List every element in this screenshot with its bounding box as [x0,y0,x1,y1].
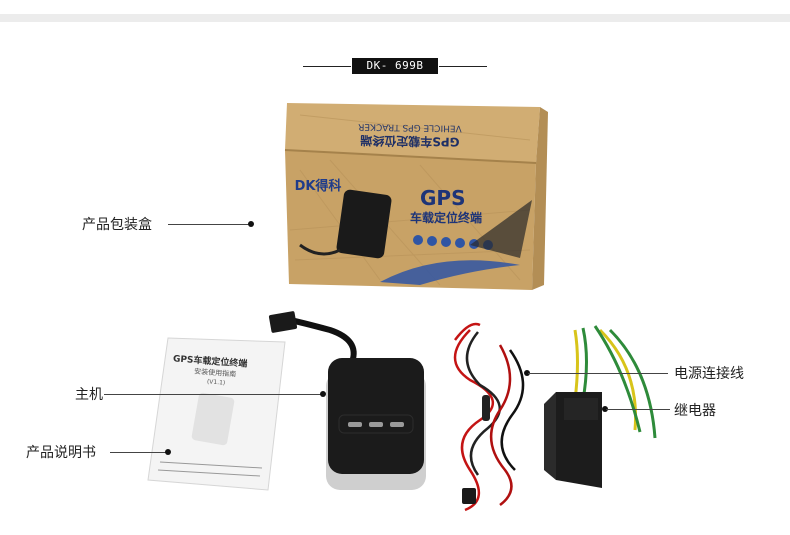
top-band [0,14,790,22]
dot-host [320,391,326,397]
label-host: 主机 [75,387,103,403]
dot-cable [524,370,530,376]
manual-version: (V1.1) [207,378,226,386]
leader-relay [606,409,670,410]
leader-cable [528,373,668,374]
relay [544,325,657,488]
title-line-left [303,66,351,67]
box-product-text: 车载定位终端 [410,210,482,225]
power-cable [453,322,525,512]
leader-box [168,224,250,225]
label-manual: 产品说明书 [26,445,96,461]
leader-host [104,394,322,395]
label-box: 产品包装盒 [82,217,152,233]
dot-manual [165,449,171,455]
box-device-image [336,189,392,259]
leader-manual [110,452,168,453]
packaging-box: VEHICLE GPS TRACKER GPS车载定位终端 DK得科 GPS 车… [284,103,548,290]
manual-subtitle: 安装使用指南 [194,367,237,379]
title-line-right [439,66,487,67]
box-top-text-cn: GPS车载定位终端 [360,133,460,150]
manual-booklet: GPS车载定位终端 安装使用指南 (V1.1) [147,337,286,491]
box-brand: DK得科 [295,178,342,194]
box-gps-text: GPS [420,186,465,210]
main-unit [268,311,426,490]
label-relay: 继电器 [674,403,716,419]
dot-relay [602,406,608,412]
dot-box [248,221,254,227]
label-cable: 电源连接线 [674,366,744,382]
model-badge: DK- 699B [352,58,438,74]
box-top-text: VEHICLE GPS TRACKER [358,121,462,133]
